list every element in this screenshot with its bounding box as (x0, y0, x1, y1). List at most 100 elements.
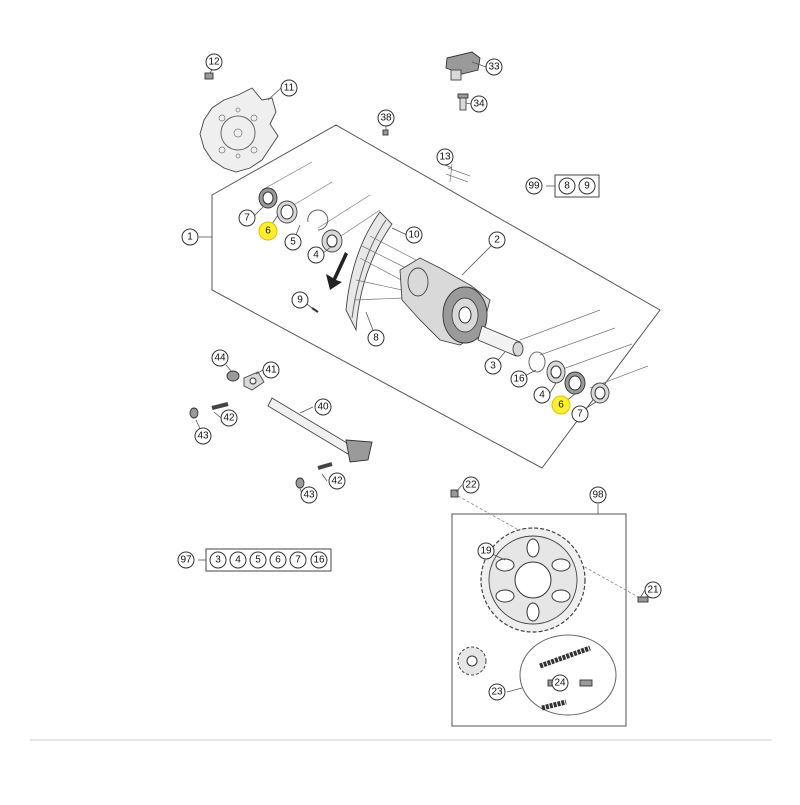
svg-text:98: 98 (592, 490, 604, 501)
rear-sprocket (480, 527, 586, 633)
kit-97-item: 4 (229, 551, 247, 569)
svg-text:41: 41 (265, 365, 277, 376)
callout-10: 10 (405, 226, 423, 244)
kit-97-group: 97 3 4 5 6 7 16 (177, 548, 332, 572)
svg-text:5: 5 (255, 555, 261, 566)
callout-2: 2 (488, 231, 506, 249)
svg-text:6: 6 (558, 400, 564, 411)
svg-text:8: 8 (373, 333, 379, 344)
circlip-left (307, 209, 329, 231)
callout-8: 8 (367, 329, 385, 347)
svg-text:7: 7 (295, 555, 301, 566)
bearing-left (276, 200, 298, 224)
bearing-left-inner (321, 229, 343, 253)
callout-42-upper: 42 (220, 409, 238, 427)
adjuster-bolt-lower (295, 462, 333, 489)
svg-text:16: 16 (513, 374, 525, 385)
adjuster-bolt-upper (189, 402, 229, 419)
kit-97-item: 3 (209, 551, 227, 569)
callout-7-right: 7 (571, 405, 589, 423)
callout-7-left: 7 (238, 209, 256, 227)
spacer-tube (477, 325, 524, 357)
kit-97-item: 5 (249, 551, 267, 569)
spacer-ring-right (528, 351, 546, 373)
disc-bolt (204, 72, 214, 80)
svg-text:23: 23 (491, 687, 503, 698)
svg-text:4: 4 (235, 555, 241, 566)
svg-text:22: 22 (465, 480, 477, 491)
callout-42-lower: 42 (328, 472, 346, 490)
spoke-part (311, 307, 319, 313)
svg-text:42: 42 (223, 413, 235, 424)
axle-cap-screw (457, 93, 469, 111)
svg-text:1: 1 (187, 232, 193, 243)
svg-text:43: 43 (303, 490, 315, 501)
callout-11: 11 (280, 79, 298, 97)
kit-99-label: 99 (525, 177, 543, 195)
callout-23: 23 (488, 683, 506, 701)
callout-4-right: 4 (533, 386, 551, 404)
bearing-guide-lines-right (519, 309, 649, 389)
kit-97-item: 6 (269, 551, 287, 569)
bearing-guide-lines-left (261, 161, 381, 241)
svg-text:6: 6 (275, 555, 281, 566)
callout-98: 98 (589, 486, 607, 504)
svg-text:38: 38 (380, 113, 392, 124)
callout-3: 3 (484, 357, 502, 375)
svg-text:34: 34 (473, 99, 485, 110)
seal-ring-right (590, 382, 610, 404)
svg-text:2: 2 (494, 235, 500, 246)
svg-text:19: 19 (480, 546, 492, 557)
wheel-spokes (353, 235, 421, 301)
svg-text:24: 24 (554, 678, 566, 689)
svg-text:3: 3 (215, 555, 221, 566)
callout-19: 19 (477, 542, 495, 560)
svg-text:13: 13 (439, 152, 451, 163)
svg-text:9: 9 (584, 181, 590, 192)
callout-9: 9 (291, 291, 309, 309)
axle-cap-part (445, 51, 481, 81)
kit-97-item: 16 (310, 551, 328, 569)
rotation-direction-arrow (326, 252, 348, 290)
svg-text:9: 9 (297, 295, 303, 306)
kit-99-item: 9 (578, 177, 596, 195)
callout-33: 33 (485, 58, 503, 76)
svg-text:7: 7 (577, 409, 583, 420)
callout-13: 13 (436, 148, 454, 166)
bearing-right (546, 360, 566, 384)
callout-44: 44 (211, 349, 229, 367)
svg-text:7: 7 (244, 213, 250, 224)
callout-16: 16 (510, 370, 528, 388)
svg-text:8: 8 (564, 181, 570, 192)
callout-4-left: 4 (307, 246, 325, 264)
sprocket-nut (450, 489, 459, 498)
svg-text:21: 21 (647, 585, 659, 596)
front-sprocket (457, 646, 487, 676)
sprocket-bolt (637, 596, 649, 603)
wheel-axle (267, 397, 373, 463)
callout-12: 12 (205, 53, 223, 71)
kit-97-item: 7 (289, 551, 307, 569)
callout-24: 24 (551, 674, 569, 692)
kit-99-item: 8 (558, 177, 576, 195)
callout-1: 1 (181, 228, 199, 246)
svg-text:4: 4 (539, 390, 545, 401)
svg-text:42: 42 (331, 476, 343, 487)
svg-text:97: 97 (180, 555, 192, 566)
svg-text:33: 33 (488, 62, 500, 73)
svg-text:5: 5 (290, 237, 296, 248)
small-plug-part (382, 129, 389, 136)
sprocket-group-frame (451, 513, 627, 727)
callout-43-upper: 43 (194, 427, 212, 445)
kit-99-group: 99 8 9 (525, 174, 600, 198)
wheel-hub (399, 257, 491, 346)
kit-97-label: 97 (177, 551, 195, 569)
svg-text:43: 43 (197, 431, 209, 442)
svg-text:44: 44 (214, 353, 226, 364)
svg-text:16: 16 (313, 555, 325, 566)
axle-nut (226, 370, 240, 382)
axle-block (243, 371, 265, 391)
seal-ring-left (258, 187, 278, 209)
callout-22: 22 (462, 476, 480, 494)
